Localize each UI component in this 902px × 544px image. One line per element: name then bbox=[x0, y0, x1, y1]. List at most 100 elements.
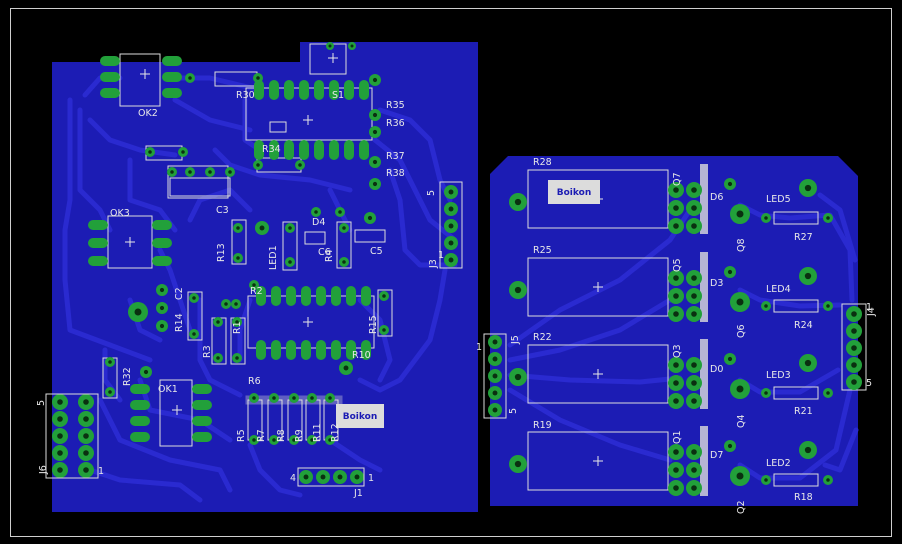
via-9 bbox=[369, 156, 381, 168]
ic2-pin-top-3 bbox=[301, 286, 311, 306]
via-12 bbox=[185, 167, 195, 177]
label-r24: R24 bbox=[794, 320, 813, 331]
label-j3-pin1: 1 bbox=[438, 250, 444, 261]
j6-pin-8 bbox=[78, 445, 94, 461]
label-q2: Q2 bbox=[736, 500, 747, 514]
label-j1: J1 bbox=[353, 488, 363, 499]
led-res-pad-a-2 bbox=[761, 388, 771, 398]
led-resistor-2 bbox=[773, 386, 819, 400]
label-j4-pin5: 5 bbox=[866, 378, 872, 389]
board-outline-right bbox=[891, 8, 892, 537]
q-pad-d-2 bbox=[686, 357, 702, 373]
j5-pin-3 bbox=[488, 369, 502, 383]
via-26 bbox=[213, 317, 223, 327]
q-pad-a-0 bbox=[668, 182, 684, 198]
q-pad-a-2 bbox=[668, 357, 684, 373]
j6-pin-5 bbox=[52, 428, 68, 444]
res-pad-0 bbox=[509, 193, 527, 211]
via-16 bbox=[233, 253, 243, 263]
transistor-pad-3 bbox=[730, 466, 750, 486]
label-r35: R35 bbox=[386, 100, 405, 111]
via-51 bbox=[325, 435, 335, 445]
transistor-pad-0 bbox=[730, 204, 750, 224]
label-s1: S1 bbox=[332, 90, 344, 101]
j5-header bbox=[483, 333, 507, 419]
via-49 bbox=[307, 435, 317, 445]
ic2-pin-bottom-4 bbox=[316, 340, 326, 360]
via-28 bbox=[232, 317, 242, 327]
right-round-pads bbox=[488, 178, 862, 496]
label-j1-pin1: 1 bbox=[368, 473, 374, 484]
right-copper-pour bbox=[490, 156, 858, 506]
label-q5: Q5 bbox=[672, 258, 683, 272]
label-d7: D7 bbox=[710, 450, 723, 461]
label-q4: Q4 bbox=[736, 414, 747, 428]
via-4 bbox=[253, 160, 263, 170]
label-r12: R12 bbox=[330, 423, 341, 442]
right-board: Boikon R28 R25 R22 R19 Q7 Q5 Q3 Q1 Q8 Q6… bbox=[476, 156, 877, 514]
via-14 bbox=[225, 167, 235, 177]
via-33 bbox=[156, 302, 168, 314]
label-q7: Q7 bbox=[672, 172, 683, 186]
power-resistor-2 bbox=[527, 339, 708, 409]
power-resistor-1 bbox=[527, 252, 708, 322]
label-r4: R4 bbox=[324, 249, 335, 262]
q-pad-e-3 bbox=[686, 462, 702, 478]
label-r32: R32 bbox=[122, 367, 133, 386]
via-22 bbox=[311, 207, 321, 217]
j1-pin-4 bbox=[350, 470, 364, 484]
label-j6-pin1: 1 bbox=[98, 466, 104, 477]
j4-pin-4 bbox=[846, 357, 862, 373]
label-r25: R25 bbox=[533, 245, 552, 256]
label-led1: LED1 bbox=[268, 245, 279, 270]
q-pad-e-1 bbox=[686, 288, 702, 304]
q-pad-b-1 bbox=[668, 288, 684, 304]
via-24 bbox=[189, 293, 199, 303]
q-pad-b-3 bbox=[668, 462, 684, 478]
via-10 bbox=[369, 178, 381, 190]
board-outline-top bbox=[10, 8, 892, 9]
j3-pin-4 bbox=[444, 236, 458, 250]
led-res-pad-b-3 bbox=[823, 475, 833, 485]
via-46 bbox=[289, 393, 299, 403]
j1-pin-2 bbox=[316, 470, 330, 484]
ic1-pin-bottom-5 bbox=[329, 140, 339, 160]
label-j4-pin1: 1 bbox=[866, 302, 872, 313]
diode-pad-0 bbox=[724, 178, 736, 190]
label-r28: R28 bbox=[533, 157, 552, 168]
ic2-pin-bottom-5 bbox=[331, 340, 341, 360]
via-30 bbox=[379, 291, 389, 301]
ic1-pin-top-2 bbox=[284, 80, 294, 100]
label-j5: J5 bbox=[510, 335, 521, 345]
label-q8: Q8 bbox=[736, 238, 747, 252]
label-q1: Q1 bbox=[672, 430, 683, 444]
label-r6: R6 bbox=[248, 376, 261, 387]
q-pad-e-0 bbox=[686, 200, 702, 216]
via-47 bbox=[289, 435, 299, 445]
label-d0: D0 bbox=[710, 364, 723, 375]
left-brand-text: Boikon bbox=[343, 412, 377, 422]
label-led3: LED3 bbox=[766, 370, 791, 381]
q-pad-b-0 bbox=[668, 200, 684, 216]
via-18 bbox=[285, 223, 295, 233]
via-34 bbox=[156, 320, 168, 332]
right-brand-block: Boikon bbox=[548, 180, 600, 204]
label-ok1: OK1 bbox=[158, 384, 178, 395]
label-r5: R5 bbox=[236, 429, 247, 442]
label-r9: R9 bbox=[294, 429, 305, 442]
via-19 bbox=[285, 257, 295, 267]
res-pad-1 bbox=[509, 281, 527, 299]
j4-pin-5 bbox=[846, 374, 862, 390]
label-j4: J4 bbox=[866, 307, 877, 317]
label-r7: R7 bbox=[256, 429, 267, 442]
via-42 bbox=[249, 393, 259, 403]
big-resistors bbox=[527, 164, 708, 496]
via-48 bbox=[307, 393, 317, 403]
label-j1-pin4: 4 bbox=[290, 473, 296, 484]
label-led2: LED2 bbox=[766, 458, 791, 469]
via-8 bbox=[369, 126, 381, 138]
label-c5: C5 bbox=[370, 246, 383, 257]
ic1-pin-bottom-4 bbox=[314, 140, 324, 160]
j3-pin-5 bbox=[444, 253, 458, 267]
led-resistor-3 bbox=[773, 473, 819, 487]
